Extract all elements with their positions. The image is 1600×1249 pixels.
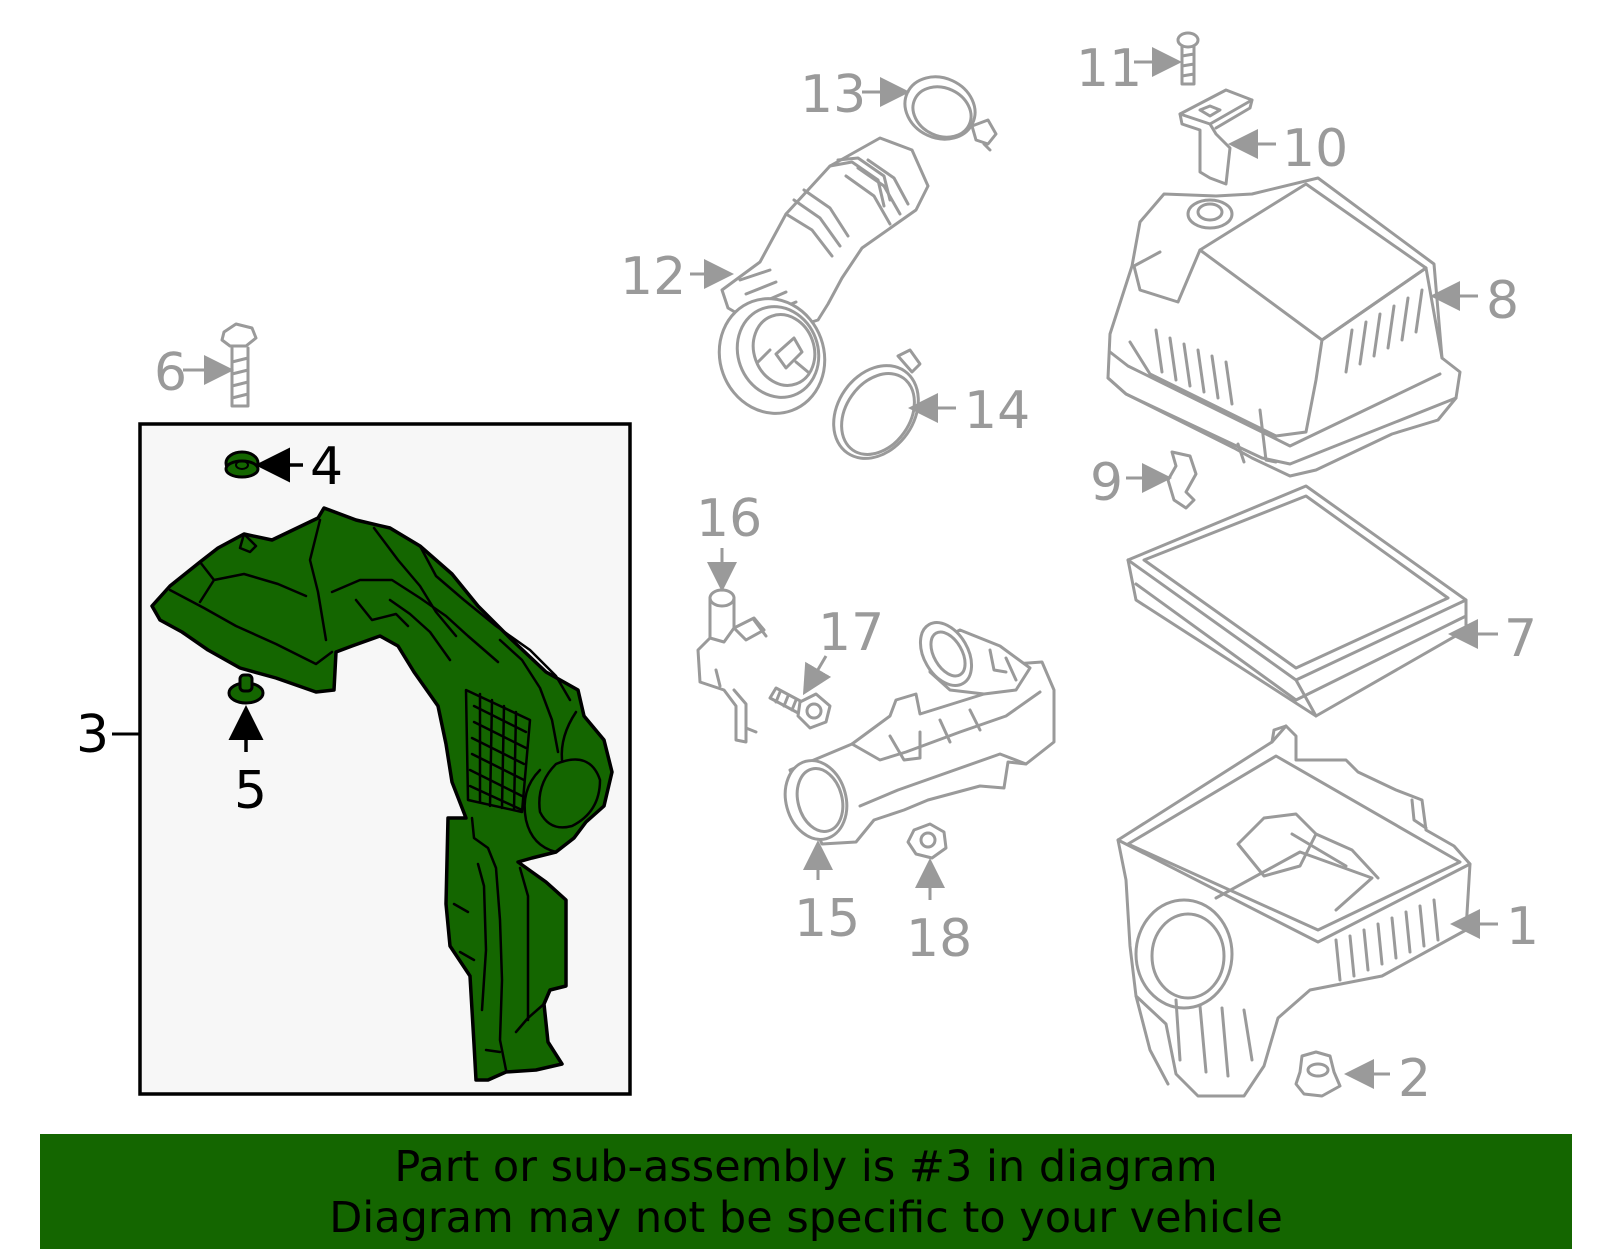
callout-13: 13 — [800, 65, 866, 125]
callout-12: 12 — [620, 247, 686, 307]
part-17-bolt[interactable] — [768, 686, 832, 730]
part-10-airflow-sensor[interactable] — [1178, 88, 1254, 186]
callout-9: 9 — [1090, 453, 1123, 513]
info-banner: Part or sub-assembly is #3 in diagram Di… — [40, 1134, 1572, 1249]
banner-line-1: Part or sub-assembly is #3 in diagram — [394, 1142, 1218, 1192]
callout-7: 7 — [1504, 609, 1537, 669]
callout-16: 16 — [696, 489, 762, 549]
callout-14: 14 — [964, 381, 1030, 441]
part-2-grommet[interactable] — [1294, 1050, 1342, 1098]
callout-8: 8 — [1486, 271, 1519, 331]
callout-17: 17 — [818, 603, 884, 663]
callout-15: 15 — [794, 889, 860, 949]
callout-18: 18 — [906, 909, 972, 969]
callout-4: 4 — [310, 437, 343, 497]
callout-1: 1 — [1506, 897, 1539, 957]
callout-2: 2 — [1398, 1049, 1431, 1109]
part-5-push-pin[interactable] — [227, 673, 265, 705]
callout-6: 6 — [154, 343, 187, 403]
part-6-bolt[interactable] — [220, 322, 258, 408]
part-7-air-filter[interactable] — [1126, 484, 1468, 718]
callout-5: 5 — [234, 761, 267, 821]
callout-3: 3 — [76, 705, 109, 765]
part-9-clip[interactable] — [1166, 450, 1198, 510]
part-14-hose-clamp[interactable] — [816, 348, 936, 475]
part-12-air-duct-hose[interactable] — [703, 136, 930, 428]
part-11-screw[interactable] — [1176, 31, 1200, 86]
part-3-air-intake-duct[interactable] — [150, 506, 614, 1082]
callout-11: 11 — [1076, 39, 1142, 99]
part-13-hose-clamp[interactable] — [895, 66, 998, 152]
part-16-bracket[interactable] — [696, 588, 768, 744]
part-18-nut[interactable] — [906, 822, 948, 860]
part-15-intake-duct[interactable] — [777, 614, 1056, 847]
part-8-air-cleaner-cover[interactable] — [1106, 176, 1462, 478]
part-1-air-cleaner-body[interactable] — [1116, 724, 1472, 1098]
callout-10: 10 — [1282, 119, 1348, 179]
banner-line-2: Diagram may not be specific to your vehi… — [329, 1193, 1283, 1243]
part-4-grommet[interactable] — [224, 450, 260, 479]
